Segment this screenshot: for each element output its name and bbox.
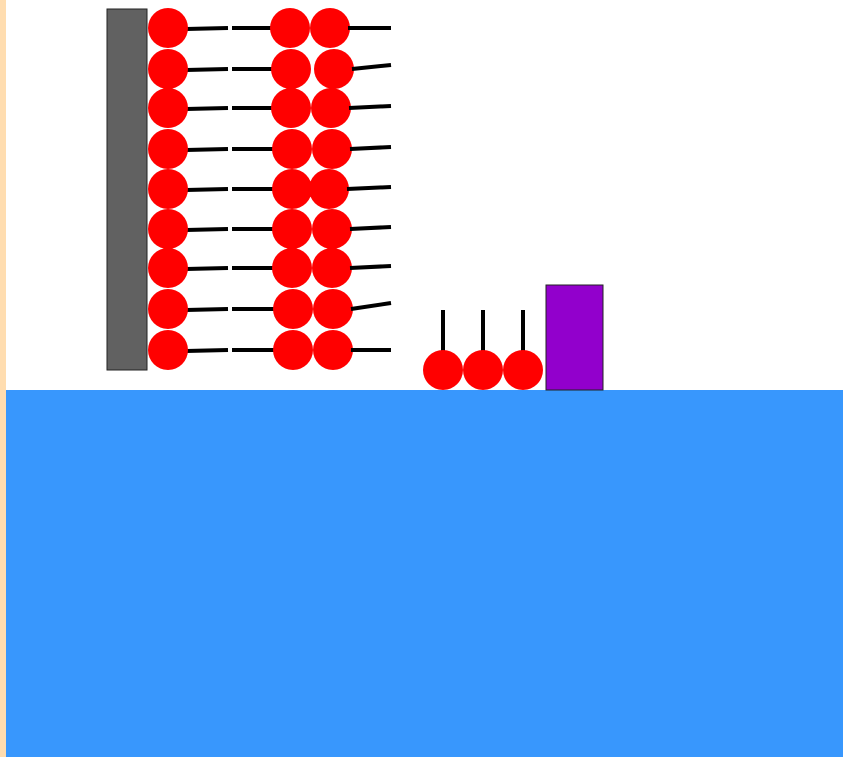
molecule-head <box>148 49 188 89</box>
molecule-tail <box>186 108 228 109</box>
molecule-head <box>312 129 352 169</box>
molecule-tail <box>186 229 228 230</box>
molecule-tail <box>186 350 228 351</box>
molecule-head <box>148 248 188 288</box>
molecule-head <box>309 169 349 209</box>
molecule-head <box>272 248 312 288</box>
left-border-strip <box>0 0 6 757</box>
purple-block <box>546 285 603 390</box>
molecule-head <box>272 129 312 169</box>
molecule-tail <box>186 69 228 70</box>
molecule-head <box>311 88 351 128</box>
molecule-head <box>148 169 188 209</box>
molecule-head <box>312 209 352 249</box>
molecule-head <box>272 169 312 209</box>
molecule-head <box>148 129 188 169</box>
molecule-tail <box>350 266 391 268</box>
molecule-head <box>148 8 188 48</box>
molecule-head <box>310 8 350 48</box>
molecule-tail <box>349 106 391 108</box>
molecule-tail <box>186 189 228 190</box>
surface-molecule-head <box>503 350 543 390</box>
surface-molecule-head <box>463 350 503 390</box>
molecule-head <box>271 49 311 89</box>
molecule-head <box>273 289 313 329</box>
molecule-head <box>313 289 353 329</box>
surface-molecule-head <box>423 350 463 390</box>
molecule-tail <box>186 28 228 29</box>
molecule-head <box>312 248 352 288</box>
molecule-head <box>148 209 188 249</box>
molecule-tail <box>186 268 228 269</box>
molecule-head <box>270 8 310 48</box>
molecule-head <box>273 330 313 370</box>
molecule-tail <box>350 227 391 229</box>
molecule-tail <box>186 149 228 150</box>
molecule-head <box>271 88 311 128</box>
molecule-head <box>314 49 354 89</box>
gray-wall <box>107 9 147 370</box>
water-pool <box>6 390 843 757</box>
molecule-tail <box>347 187 391 189</box>
molecule-head <box>148 88 188 128</box>
molecule-head <box>148 289 188 329</box>
molecule-head <box>313 330 353 370</box>
molecule-head <box>272 209 312 249</box>
molecule-tail <box>350 147 391 149</box>
molecule-head <box>148 330 188 370</box>
molecule-tail <box>186 309 228 310</box>
